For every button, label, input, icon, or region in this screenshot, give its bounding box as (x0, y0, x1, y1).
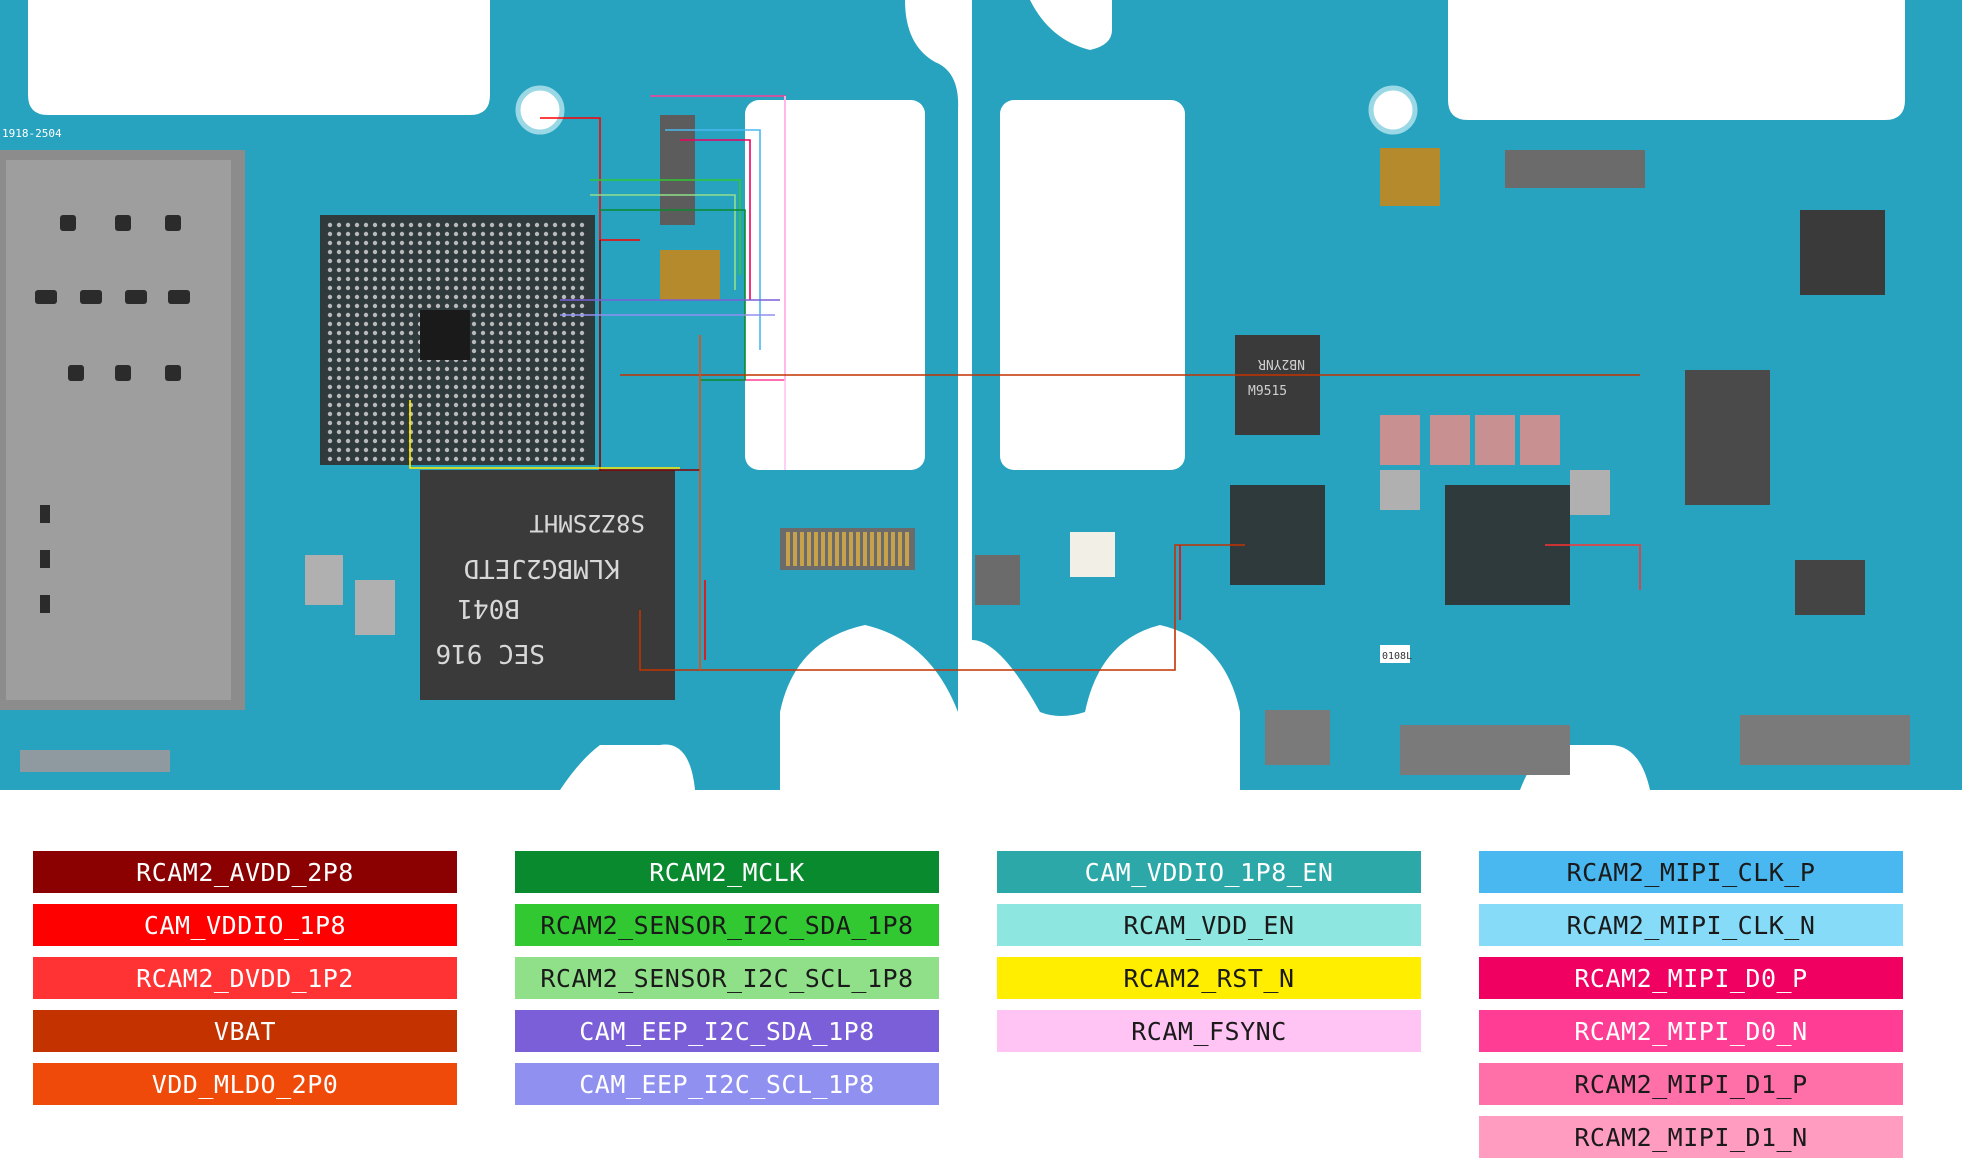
legend-chip: RCAM2_SENSOR_I2C_SCL_1P8 (515, 957, 939, 999)
board-code-label: 1918-2504 (2, 127, 62, 140)
legend-chip: CAM_VDDIO_1P8_EN (997, 851, 1421, 893)
connector-bottom-2 (1740, 715, 1910, 765)
bga-right-1 (1230, 485, 1325, 585)
legend-chip: RCAM2_MIPI_D0_N (1479, 1010, 1903, 1052)
flash-led (1070, 532, 1115, 577)
legend-chip: VBAT (33, 1010, 457, 1052)
legend-chip: RCAM2_MIPI_D1_P (1479, 1063, 1903, 1105)
legend-chip: RCAM_VDD_EN (997, 904, 1421, 946)
legend-chip: RCAM2_SENSOR_I2C_SDA_1P8 (515, 904, 939, 946)
nand-chip (420, 470, 675, 700)
pcb-board-image: S8Z2SMHT KLMBG2JETD B041 SEC 916 1918-25… (0, 0, 1962, 790)
legend-chip: RCAM2_AVDD_2P8 (33, 851, 457, 893)
chip-right-4 (1800, 210, 1885, 295)
legend-chip: RCAM2_MIPI_CLK_N (1479, 904, 1903, 946)
legend-chip: CAM_EEP_I2C_SCL_1P8 (515, 1063, 939, 1105)
connector-small (975, 555, 1020, 605)
legend-chip: VDD_MLDO_2P0 (33, 1063, 457, 1105)
connector-right-top (1505, 150, 1645, 188)
pmic-label-1: NB2YNR (1258, 356, 1305, 371)
right-board (972, 0, 1962, 790)
nand-label-2: KLMBG2JETD (463, 553, 620, 583)
pmic-chip (1235, 335, 1320, 435)
qr-chip (1380, 148, 1440, 206)
part-mark-label: 0108L (1382, 651, 1412, 662)
legend-chip: RCAM2_MIPI_D1_N (1479, 1116, 1903, 1158)
pmic-label-2: M9515 (1248, 384, 1287, 399)
connector-bottom-left (1265, 710, 1330, 765)
chip-right-3 (1685, 370, 1770, 505)
legend-chip: RCAM2_MIPI_D0_P (1479, 957, 1903, 999)
legend-chip: CAM_EEP_I2C_SDA_1P8 (515, 1010, 939, 1052)
legend-chip: CAM_VDDIO_1P8 (33, 904, 457, 946)
legend-chip: RCAM2_MIPI_CLK_P (1479, 851, 1903, 893)
legend-chip: RCAM2_DVDD_1P2 (33, 957, 457, 999)
connector-bottom-1 (1400, 725, 1570, 775)
nand-label-3: B041 (457, 593, 520, 623)
connector-top (660, 115, 695, 225)
legend-chip: RCAM2_MCLK (515, 851, 939, 893)
nand-label-1: S8Z2SMHT (529, 509, 645, 537)
legend-chip: RCAM2_RST_N (997, 957, 1421, 999)
legend-chip: RCAM_FSYNC (997, 1010, 1421, 1052)
nand-label-4: SEC 916 (435, 638, 545, 668)
